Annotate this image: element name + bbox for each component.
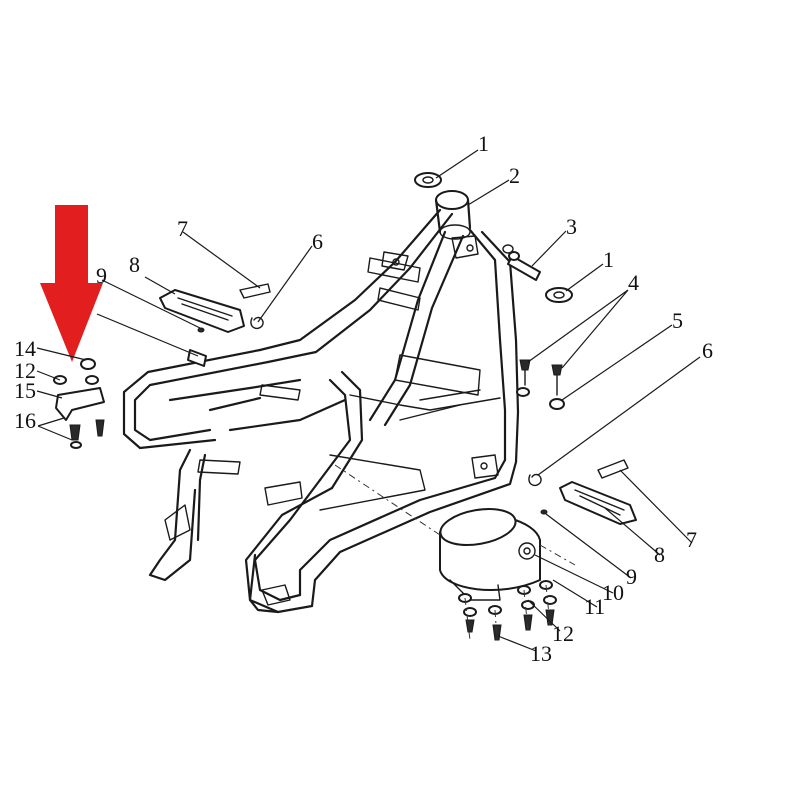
callout-8-left: 8 [129, 252, 140, 277]
callout-6-left: 6 [312, 229, 323, 254]
callout-9-right: 9 [626, 564, 637, 589]
dash-center-lines [334, 464, 576, 641]
mounting-bolts-right [516, 359, 565, 410]
callout-3: 3 [566, 214, 577, 239]
callout-16: 16 [14, 408, 36, 433]
main-frame [122, 190, 520, 614]
callout-6-right: 6 [702, 338, 713, 363]
callout-7-right: 7 [686, 527, 697, 552]
callout-9-left: 9 [96, 263, 107, 288]
left-bracket-parts [53, 358, 105, 449]
callout-1-bottom: 1 [603, 247, 614, 272]
leader-lines [36, 149, 701, 652]
red-indicator-arrow [40, 205, 103, 362]
callout-2: 2 [509, 163, 520, 188]
callout-13: 13 [530, 641, 552, 666]
callout-4: 4 [628, 270, 639, 295]
footpeg-right [528, 459, 637, 525]
callout-12-left: 12 [14, 358, 36, 383]
fuel-tank [439, 508, 541, 601]
callout-1-top: 1 [478, 131, 489, 156]
head-bearing-bottom [545, 287, 573, 303]
footpeg-left [159, 283, 271, 367]
callout-14: 14 [14, 336, 36, 361]
callout-11: 11 [584, 594, 605, 619]
callout-labels: 1 1 2 3 4 5 6 6 7 7 8 8 9 9 10 11 12 12 … [14, 131, 713, 666]
callout-10: 10 [602, 580, 624, 605]
callout-7-left: 7 [177, 216, 188, 241]
callout-8-right: 8 [654, 542, 665, 567]
callout-12-right: 12 [552, 621, 574, 646]
head-bearing-top [414, 172, 442, 188]
callout-15: 15 [14, 378, 36, 403]
callout-5: 5 [672, 308, 683, 333]
axle-tube [502, 244, 541, 281]
